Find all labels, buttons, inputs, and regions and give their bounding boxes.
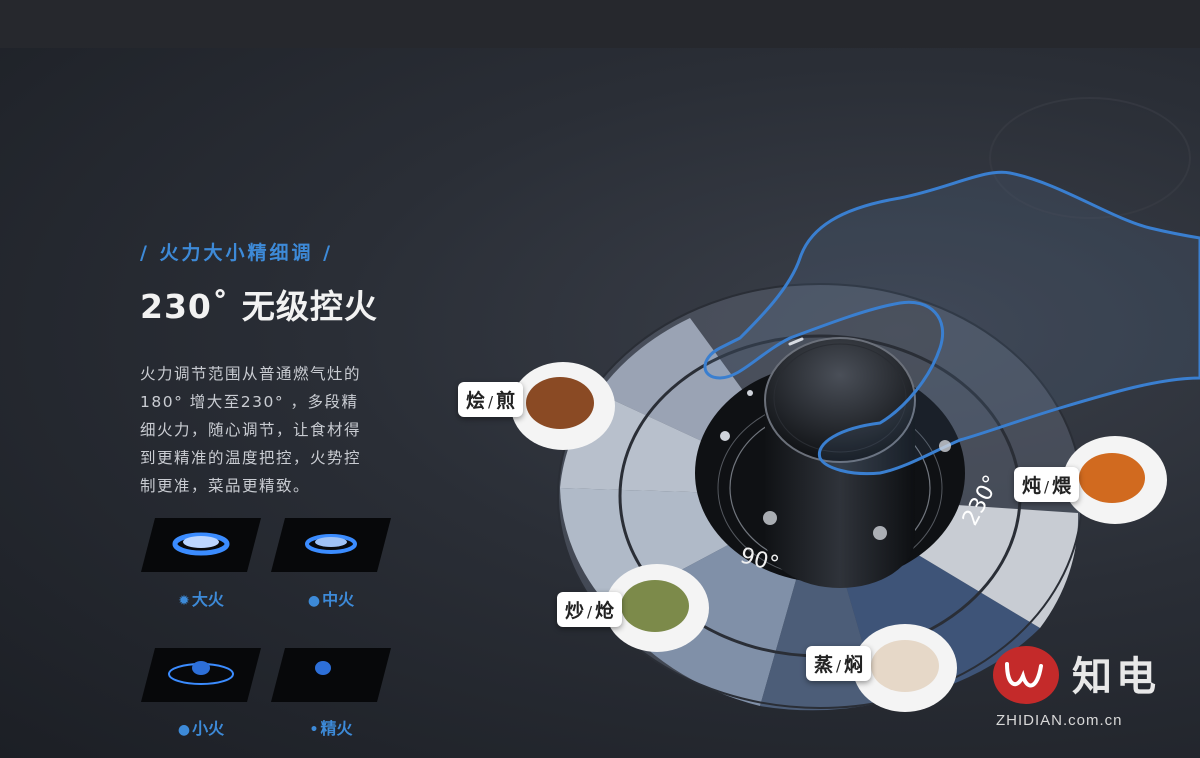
flame-tile-high: [141, 518, 261, 572]
section-tag: / 火力大小精细调 /: [140, 242, 334, 264]
description-line: 到更精准的温度把控，火势控: [140, 449, 362, 467]
flame-tile-low: [141, 648, 261, 702]
flame-mode-medium: ●中火: [307, 590, 355, 609]
flame-mode-precise: •精火: [309, 719, 353, 738]
dish-label-stirfry: 炒/炝: [557, 592, 623, 627]
brand-url: ZHIDIAN.com.cn: [996, 712, 1123, 729]
description-line: 细火力，随心调节，让食材得: [140, 421, 362, 439]
flame-tile-precise: [271, 648, 391, 702]
small-flame-icon: •: [309, 722, 319, 738]
description-line: 180° 增大至230° ，多段精: [140, 393, 359, 411]
dish-label-braise-fry: 烩/煎: [458, 382, 524, 417]
flame-tile-medium: [271, 518, 391, 572]
flame-mode-high: ✹大火: [178, 590, 224, 609]
hand-outline: [703, 170, 1200, 476]
flame-icon: ●: [307, 593, 321, 609]
feature-banner: / 火力大小精细调 / 230˚ 无级控火 火力调节范围从普通燃气灶的 180°…: [0, 48, 1200, 758]
dish-label-stew-simmer: 炖/煨: [1014, 467, 1080, 502]
burst-mini-icon: [720, 431, 730, 441]
flame-icon: ●: [177, 722, 191, 738]
page-headline: 230˚ 无级控火: [140, 287, 378, 326]
flame-mode-low: ●小火: [177, 719, 225, 738]
feature-description: 火力调节范围从普通燃气灶的 180° 增大至230° ，多段精 细火力，随心调节…: [140, 360, 390, 500]
top-bar: [0, 0, 1200, 48]
brand-name: 知电: [1072, 654, 1160, 700]
burst-icon: ✹: [178, 593, 190, 609]
brand-logo-icon: [993, 646, 1059, 704]
description-line: 制更准，菜品更精致。: [140, 477, 311, 495]
dish-label-steam: 蒸/焖: [806, 646, 872, 681]
description-line: 火力调节范围从普通燃气灶的: [140, 365, 362, 383]
